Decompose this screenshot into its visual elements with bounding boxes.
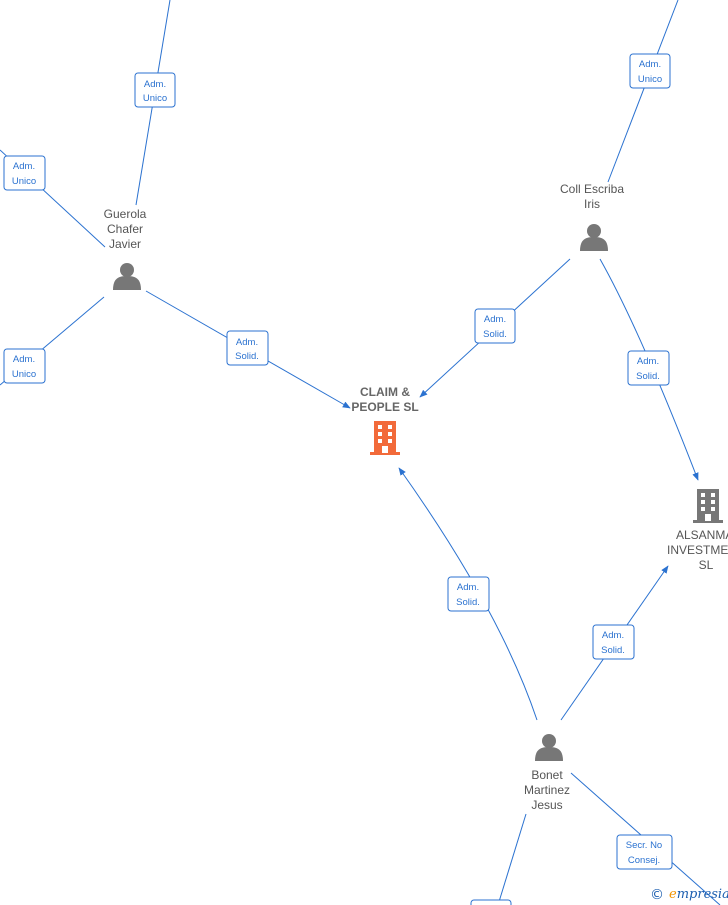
node-label-bonet-line3: Jesus [531,798,562,812]
node-label-guerola-line3: Javier [109,237,141,251]
svg-text:Unico: Unico [638,74,662,85]
edge-coll-alsanmar [599,258,699,481]
building-icon [693,489,723,523]
node-label-coll-line2: Iris [584,197,600,211]
node-label-bonet-line2: Martinez [524,783,570,797]
svg-text:Adm.: Adm. [602,630,624,641]
svg-text:Adm.: Adm. [637,356,659,367]
svg-text:Adm.: Adm. [144,79,166,90]
edge-label-coll-claim[interactable]: Adm. Solid. [474,308,516,344]
edge-label-bonet-secr[interactable]: Secr. No Consej. [616,834,673,870]
svg-text:Solid.: Solid. [235,351,259,362]
copyright-symbol: © [650,887,664,903]
person-icon [535,734,563,761]
svg-text:Consej.: Consej. [628,855,660,866]
svg-text:Adm.: Adm. [13,354,35,365]
node-label-claim-line1: CLAIM & [360,385,410,399]
node-label-claim-line2: PEOPLE SL [351,400,418,414]
node-label-alsanmar-line3: SL [699,558,714,572]
svg-text:Adm.: Adm. [457,582,479,593]
svg-text:Secr. No: Secr. No [626,840,662,851]
company-node-claim[interactable]: CLAIM & PEOPLE SL [351,385,419,455]
edge-label-guerola-left-up[interactable]: Adm. Unico [3,155,46,191]
svg-text:Adm.: Adm. [236,337,258,348]
person-icon [113,263,141,290]
person-node-guerola[interactable]: Guerola Chafer Javier [104,207,147,290]
svg-text:Unico: Unico [143,93,167,104]
svg-text:Unico: Unico [12,176,36,187]
svg-text:Adm.: Adm. [639,59,661,70]
edge-label-bonet-alsanmar[interactable]: Adm. Solid. [592,624,635,660]
edge-label-guerola-left-down[interactable]: Adm. Unico [3,348,46,384]
svg-text:Solid.: Solid. [483,329,507,340]
edge-label-bonet-claim[interactable]: Adm. Solid. [447,576,490,612]
node-label-bonet-line1: Bonet [531,768,563,782]
person-icon [580,224,608,251]
node-label-coll-line1: Coll Escriba [560,182,624,196]
building-icon [370,421,400,455]
person-node-bonet[interactable]: Bonet Martinez Jesus [524,734,570,812]
person-node-coll[interactable]: Coll Escriba Iris [560,182,624,251]
edge-coll-up [607,0,679,183]
edge-label-guerola-claim[interactable]: Adm. Solid. [226,330,269,366]
node-label-guerola-line1: Guerola [104,207,147,221]
brand-logo: © empresia [650,887,728,903]
svg-text:Solid.: Solid. [636,371,660,382]
svg-text:Adm.: Adm. [13,161,35,172]
svg-text:Adm.: Adm. [484,314,506,325]
svg-text:Solid.: Solid. [456,597,480,608]
edge-label-partial-bottom[interactable] [470,899,512,905]
node-label-guerola-line2: Chafer [107,222,143,236]
brand-e: e [669,887,677,902]
svg-text:Unico: Unico [12,369,36,380]
svg-text:Solid.: Solid. [601,645,625,656]
brand-rest: mpresia [677,887,728,902]
svg-text:empresia: empresia [669,887,728,902]
company-node-alsanmar[interactable]: ALSANMAR INVESTMENT SL [667,489,728,572]
node-label-alsanmar-line2: INVESTMENT [667,543,728,557]
edge-label-coll-up[interactable]: Adm. Unico [629,53,671,89]
node-label-alsanmar-line1: ALSANMAR [676,528,728,542]
edge-bonet-down [497,813,527,905]
edge-label-coll-alsanmar[interactable]: Adm. Solid. [627,350,670,386]
edge-label-guerola-up[interactable]: Adm. Unico [134,72,176,108]
